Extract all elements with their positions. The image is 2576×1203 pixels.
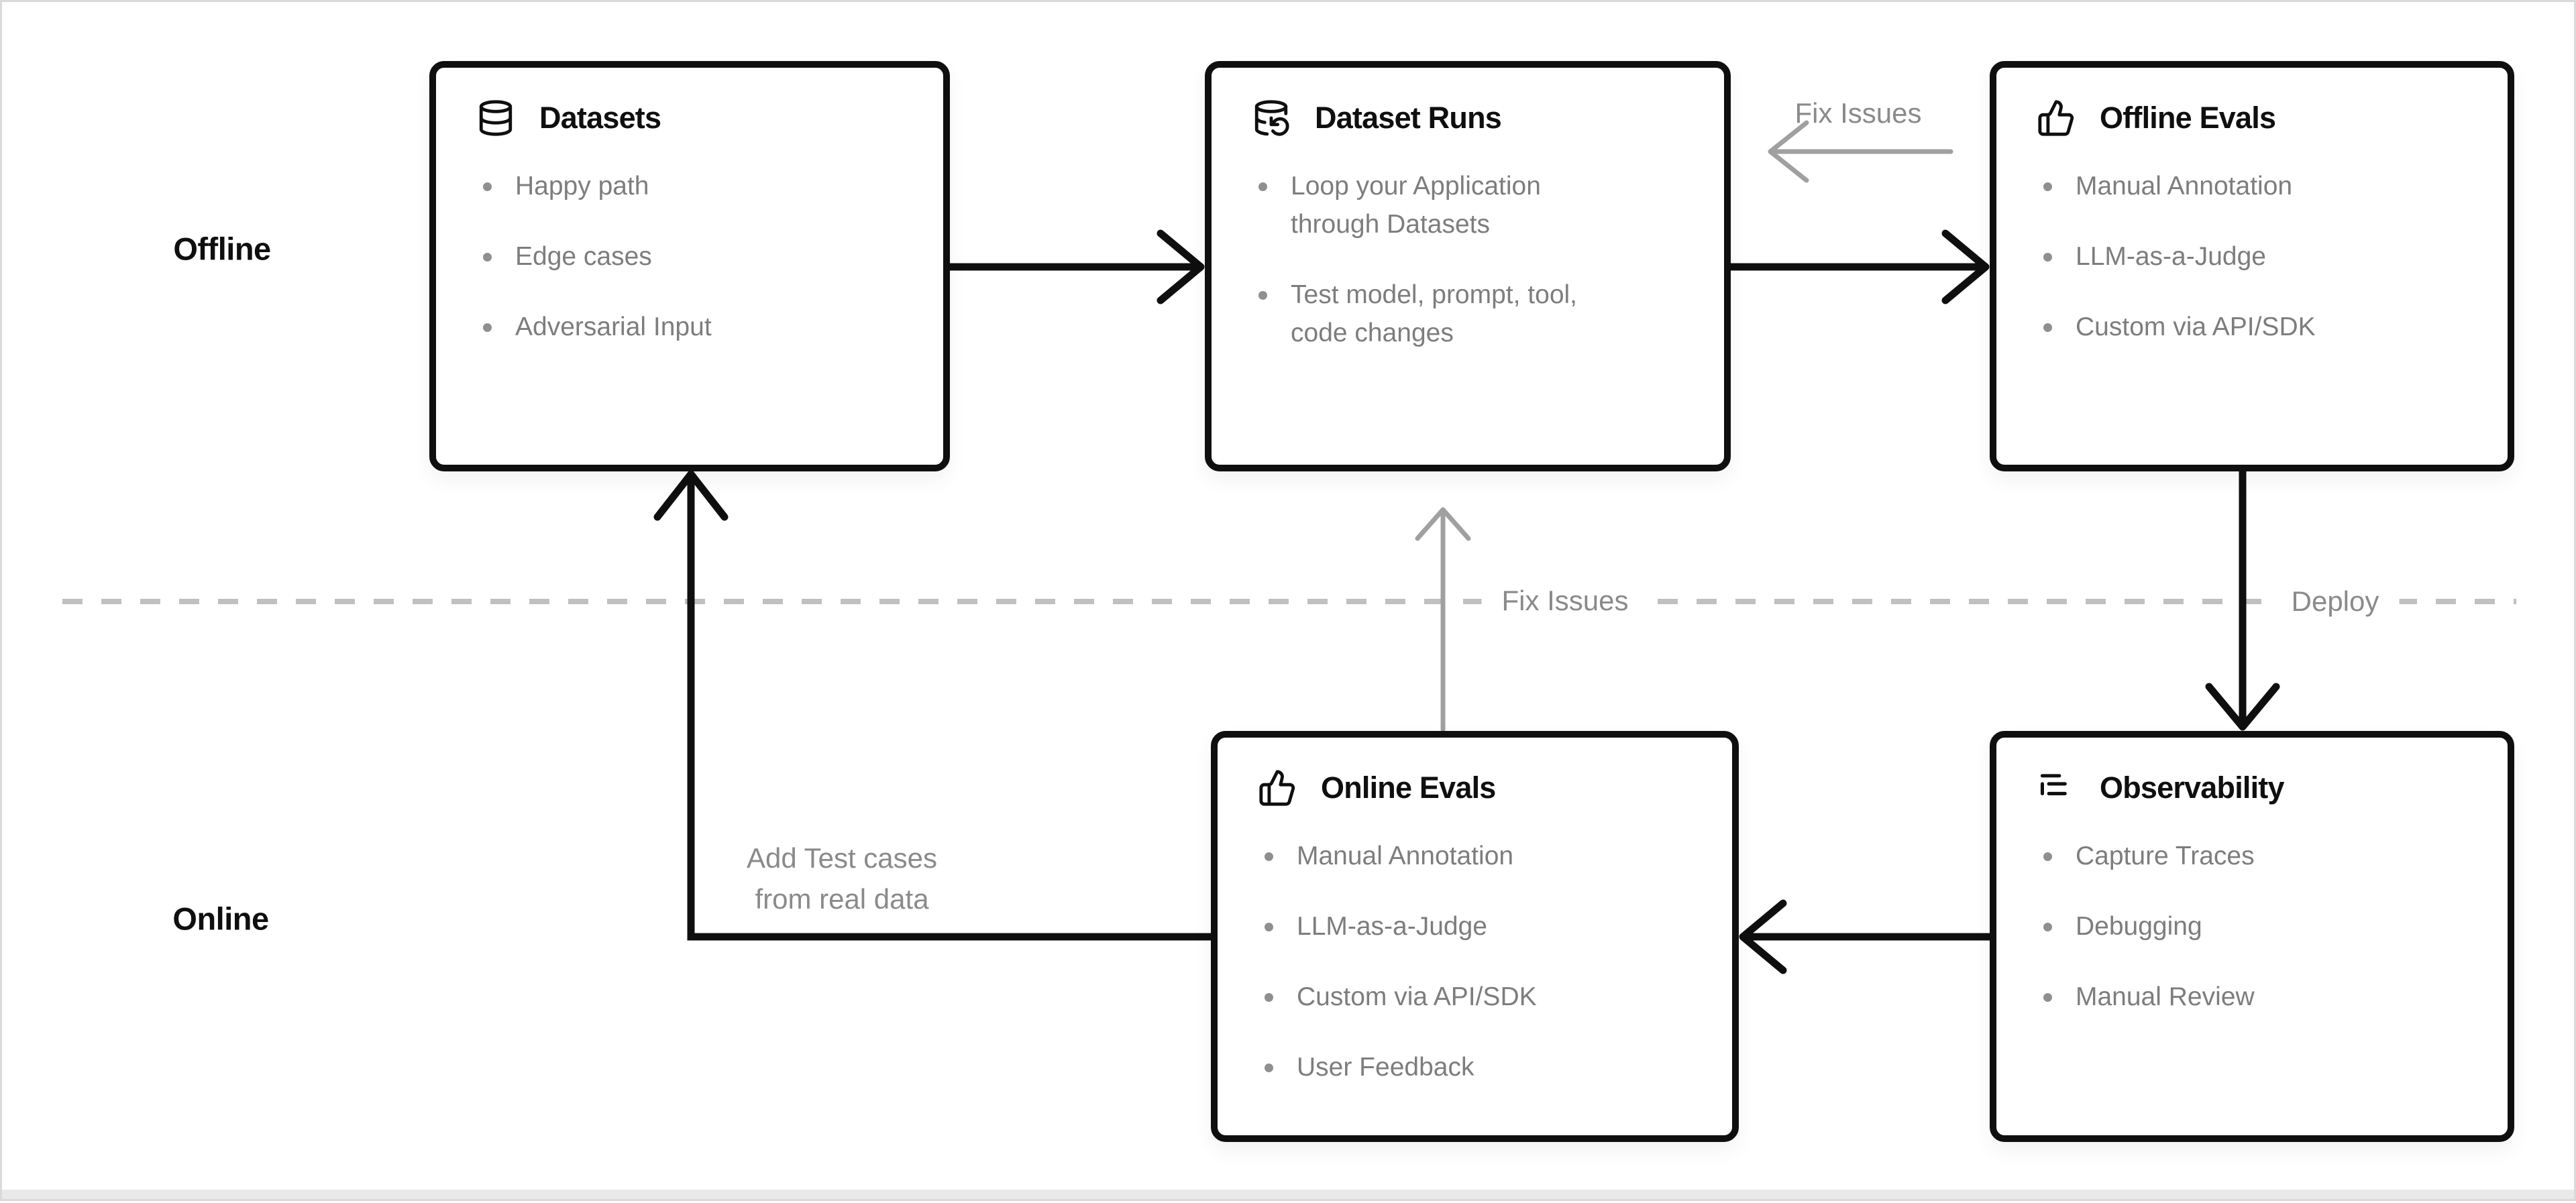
node-datasets-list: Happy path Edge cases Adversarial Input [436, 167, 943, 346]
list-item: Edge cases [478, 237, 910, 276]
lane-label-offline: Offline [173, 231, 271, 267]
node-title: Observability [2100, 770, 2285, 805]
list-item: Manual Review [2038, 978, 2474, 1016]
list-item: Custom via API/SDK [1259, 978, 1699, 1016]
database-refresh-icon [1252, 99, 1291, 137]
list-item: Adversarial Input [478, 308, 910, 346]
node-online-evals-header: Online Evals [1218, 738, 1732, 807]
list-item: LLM-as-a-Judge [1259, 907, 1699, 946]
list-item: Debugging [2038, 907, 2474, 946]
node-title: Online Evals [1321, 770, 1496, 805]
node-observability: Observability Capture Traces Debugging M… [1990, 731, 2514, 1142]
fix-issues-mid-arrow [1415, 507, 1471, 732]
bottom-scrollbar-track [2, 1190, 2574, 1199]
thumbs-up-icon [1258, 768, 1297, 807]
node-offline-evals: Offline Evals Manual Annotation LLM-as-a… [1990, 61, 2514, 471]
arrow-offline-evals-to-observability [2205, 467, 2280, 731]
node-offline-evals-header: Offline Evals [1996, 68, 2508, 137]
add-test-cases-label: Add Test cases from real data [746, 842, 938, 915]
node-offline-evals-list: Manual Annotation LLM-as-a-Judge Custom … [1996, 167, 2508, 346]
list-item: Manual Annotation [2038, 167, 2474, 205]
node-online-evals-list: Manual Annotation LLM-as-a-Judge Custom … [1218, 837, 1732, 1086]
arrow-observability-to-online-evals [1739, 899, 1994, 974]
node-datasets: Datasets Happy path Edge cases Adversari… [429, 61, 950, 471]
thumbs-up-icon [2037, 99, 2076, 137]
list-item: Capture Traces [2038, 837, 2474, 875]
arrow-dataset-runs-to-offline-evals [1727, 229, 1990, 304]
node-datasets-header: Datasets [436, 68, 943, 137]
node-dataset-runs: Dataset Runs Loop your Application throu… [1205, 61, 1731, 471]
list-item: User Feedback [1259, 1048, 1699, 1086]
node-dataset-runs-list: Loop your Application through Datasets T… [1212, 167, 1724, 352]
arrow-datasets-to-dataset-runs [946, 229, 1205, 304]
list-item: Happy path [478, 167, 910, 205]
lane-label-online: Online [172, 901, 269, 937]
node-online-evals: Online Evals Manual Annotation LLM-as-a-… [1211, 731, 1739, 1142]
list-tree-icon [2037, 768, 2076, 807]
list-item: Manual Annotation [1259, 837, 1699, 875]
list-item: LLM-as-a-Judge [2038, 237, 2474, 276]
list-item: Test model, prompt, tool, code changes [1253, 276, 1690, 352]
node-dataset-runs-header: Dataset Runs [1212, 68, 1724, 137]
fix-issues-mid-label: Fix Issues [1481, 579, 1649, 622]
list-item: Custom via API/SDK [2038, 308, 2474, 346]
list-item: Loop your Application through Datasets [1253, 167, 1690, 243]
node-title: Datasets [539, 101, 661, 135]
fix-issues-top-arrow [1768, 120, 1953, 183]
node-title: Dataset Runs [1315, 101, 1502, 135]
node-observability-list: Capture Traces Debugging Manual Review [1996, 837, 2508, 1016]
node-title: Offline Evals [2100, 101, 2276, 135]
database-icon [476, 99, 515, 137]
fix-issues-top-label: Fix Issues [1794, 97, 1922, 129]
deploy-label: Deploy [2271, 580, 2400, 623]
node-observability-header: Observability [1996, 738, 2508, 807]
